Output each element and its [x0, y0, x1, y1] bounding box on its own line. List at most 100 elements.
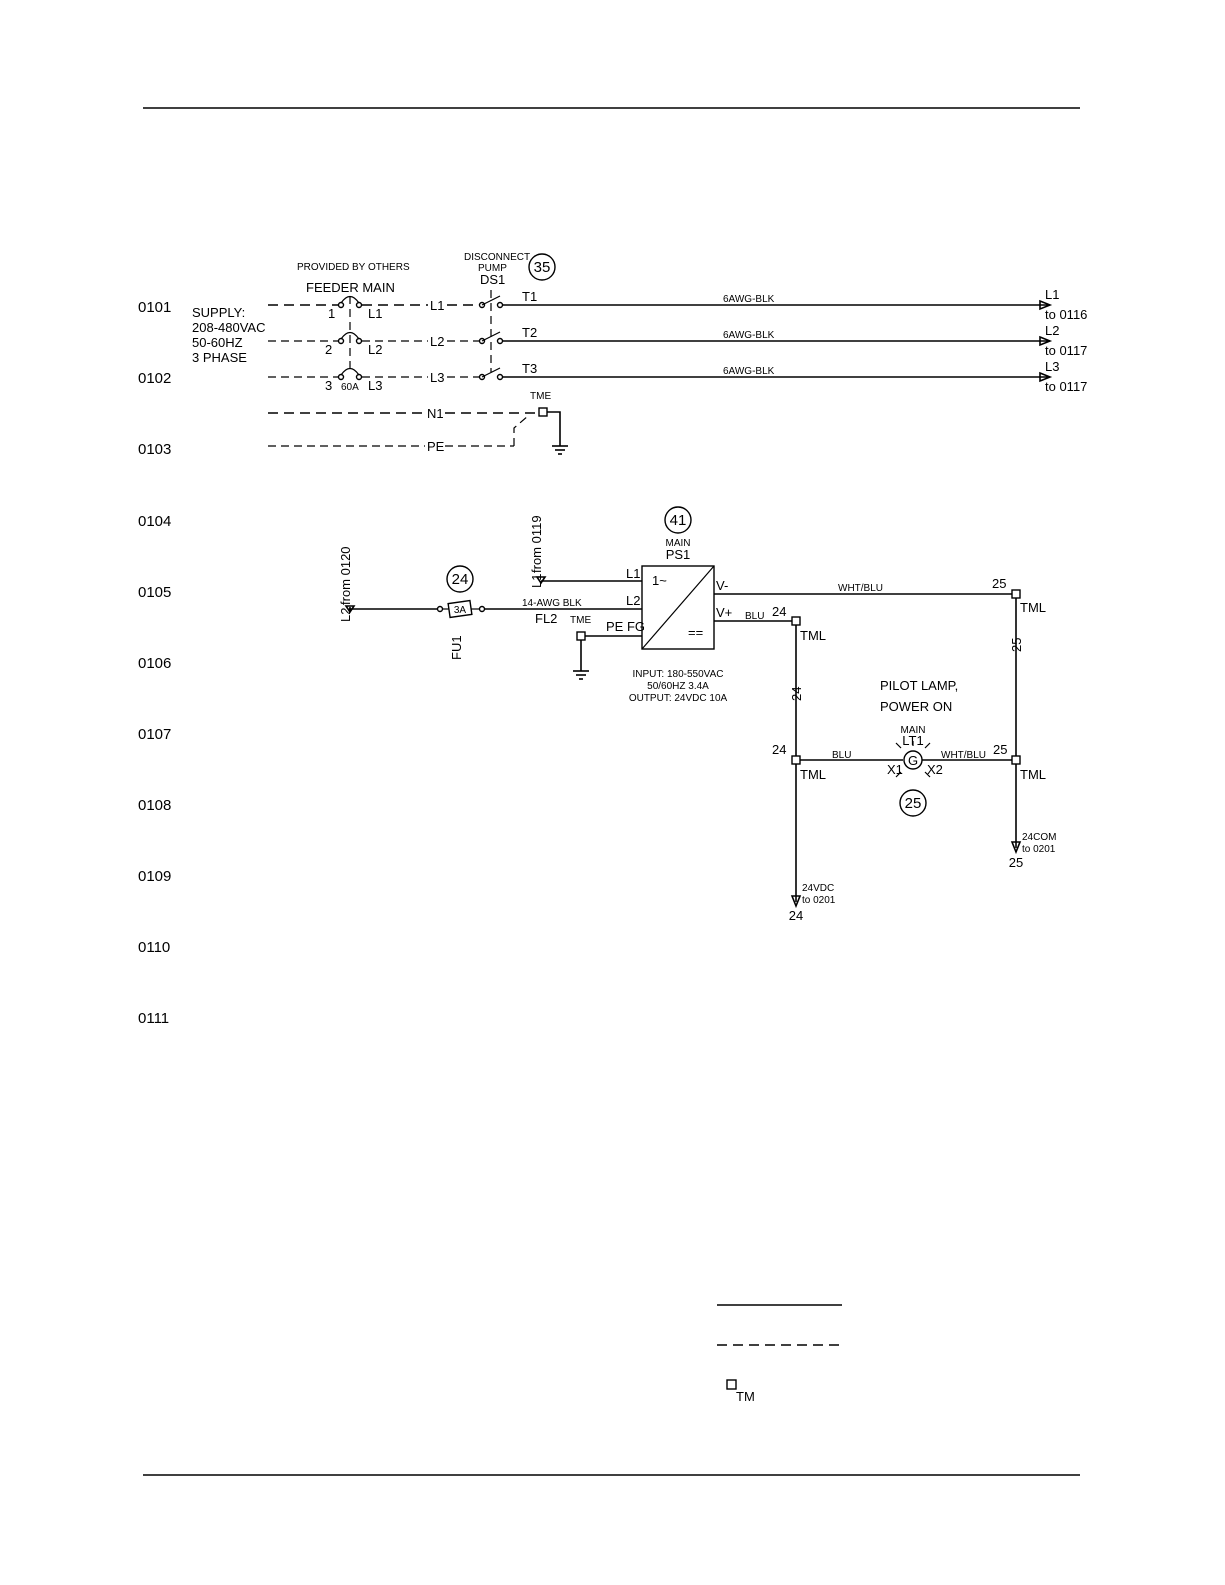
- psu-terminal-pe: PE FG: [606, 619, 645, 634]
- lamp-terminal-x1: X1: [887, 762, 903, 777]
- ground-label: PE: [427, 439, 445, 454]
- feeder-main-label: FEEDER MAIN: [306, 280, 395, 295]
- terminal-t3: T3: [522, 361, 537, 376]
- fuse-tag: FU1: [449, 635, 464, 660]
- feeder-dest-ref: to 0116: [1045, 307, 1087, 322]
- dc-circuit: WHT/BLU 25 TML BLU 24 TML 24 25 24 TML B…: [714, 576, 1056, 923]
- from-ref-l1-source: from 0119: [529, 515, 544, 573]
- legend-terminal-label: TM: [736, 1389, 755, 1404]
- psu-spec-1: INPUT: 180-550VAC: [633, 669, 724, 680]
- rung-number: 0103: [138, 441, 171, 458]
- wire-color-label: WHT/BLU: [838, 583, 883, 594]
- tme-label: TME: [570, 615, 591, 626]
- rung-number: 0101: [138, 299, 171, 316]
- item-number: 24: [452, 571, 469, 588]
- feeder-wire-label: 6AWG-BLK: [723, 330, 775, 341]
- terminal-block-symbol: [538, 407, 548, 417]
- feeder-dest-label: L2: [1045, 323, 1059, 338]
- item-number: 41: [670, 512, 687, 529]
- rung-number: 0109: [138, 868, 171, 885]
- rung-number: 0110: [138, 939, 170, 956]
- supply-label-4: 3 PHASE: [192, 350, 247, 365]
- feeder-dest-label: L1: [1045, 287, 1059, 302]
- supply-block: PROVIDED BY OTHERS FEEDER MAIN SUPPLY: 2…: [192, 262, 537, 454]
- lamp-title-2: POWER ON: [880, 699, 952, 714]
- wire-number: 25: [992, 576, 1006, 591]
- wire-label-l1: L1: [430, 298, 444, 313]
- terminal-t2: T2: [522, 325, 537, 340]
- breaker-out-l1: L1: [368, 306, 382, 321]
- disconnect-tag: DS1: [480, 272, 505, 287]
- lamp-tag: LT1: [902, 733, 923, 748]
- rung-number: 0104: [138, 513, 171, 530]
- feeder-dest-ref: to 0117: [1045, 343, 1087, 358]
- psu-spec-2: 50/60HZ 3.4A: [647, 681, 709, 692]
- terminal-block-symbol: [1011, 755, 1021, 765]
- wire-number: 25: [1009, 855, 1023, 870]
- psu-tag: PS1: [666, 547, 691, 562]
- rung-number: 0108: [138, 797, 171, 814]
- pole-number: 3: [325, 378, 332, 393]
- breaker-out-l3: L3: [368, 378, 382, 393]
- out24-label: 24VDC: [802, 883, 834, 894]
- fuse-rating: 3A: [454, 605, 467, 616]
- rung-number: 0106: [138, 655, 171, 672]
- wire-number: 25: [1009, 638, 1024, 652]
- supply-label-2: 208-480VAC: [192, 320, 265, 335]
- lamp-letter: G: [908, 753, 918, 768]
- fuse-symbol: [447, 599, 473, 619]
- rung-number: 0105: [138, 584, 171, 601]
- terminal-tml-label: TML: [800, 628, 826, 643]
- item-balloon: [446, 565, 474, 593]
- psu-dc-symbol: ==: [688, 625, 703, 640]
- breaker-out-l2: L2: [368, 342, 382, 357]
- psu-terminal-l1: L1: [626, 566, 640, 581]
- wire-color-label: WHT/BLU: [941, 750, 986, 761]
- fuse-block: L2 from 0120 3A FU1 24 14-AWG BLK FL2 TM…: [338, 546, 642, 680]
- terminal-t1: T1: [522, 289, 537, 304]
- terminal-tml-label: TML: [1020, 767, 1046, 782]
- tme-label: TME: [530, 391, 551, 402]
- wire-number: 24: [789, 908, 803, 923]
- item-number: 25: [905, 795, 922, 812]
- terminal-tml-label: TML: [1020, 600, 1046, 615]
- psu-ac-symbol: 1~: [652, 573, 667, 588]
- wire-number: 25: [993, 742, 1007, 757]
- terminal-block-symbol: [791, 616, 801, 626]
- out25-label: 24COM: [1022, 832, 1056, 843]
- wire-number: 24: [772, 742, 786, 757]
- terminal-block-symbol: [791, 755, 801, 765]
- psu-terminal-l2: L2: [626, 593, 640, 608]
- fuse-wire-label: 14-AWG BLK: [522, 598, 582, 609]
- feeder-wire-label: 6AWG-BLK: [723, 294, 775, 305]
- disconnect-switch-symbol: [478, 290, 504, 381]
- from-ref-l2-source: from 0120: [338, 546, 353, 605]
- pilot-lamp-symbol: [895, 741, 931, 778]
- main-feeders: 6AWG-BLK L1 to 0116 6AWG-BLK L2 to 0117 …: [502, 287, 1087, 394]
- disconnect-title: DISCONNECT: [464, 252, 530, 263]
- wire-number: 24: [772, 604, 786, 619]
- provided-by-label: PROVIDED BY OTHERS: [297, 262, 410, 273]
- neutral-label: N1: [427, 406, 444, 421]
- feeder-dest-label: L3: [1045, 359, 1059, 374]
- psu-terminal-vpos: V+: [716, 605, 732, 620]
- rung-number: 0102: [138, 370, 171, 387]
- rung-number: 0107: [138, 726, 171, 743]
- legend-terminal-symbol: [726, 1379, 737, 1390]
- psu-spec-3: OUTPUT: 24VDC 10A: [629, 693, 728, 704]
- item-balloon: [528, 253, 556, 281]
- fuse-wire-tag: FL2: [535, 611, 557, 626]
- lamp-terminal-x2: X2: [927, 762, 943, 777]
- wire-label-l3: L3: [430, 370, 444, 385]
- lamp-subtitle: MAIN: [901, 725, 926, 736]
- supply-label-3: 50-60HZ: [192, 335, 243, 350]
- wire-number: 24: [789, 687, 804, 701]
- legend: TM: [717, 1304, 842, 1404]
- rung-number: 0111: [138, 1010, 169, 1027]
- breaker-rating: 60A: [341, 382, 359, 393]
- lamp-title-1: PILOT LAMP,: [880, 678, 958, 693]
- wire-color-label: BLU: [745, 611, 764, 622]
- feeder-breaker-symbol: [337, 295, 363, 381]
- disconnect-block: DISCONNECT PUMP DS1 35 T1 T2 T3 TME: [464, 252, 568, 455]
